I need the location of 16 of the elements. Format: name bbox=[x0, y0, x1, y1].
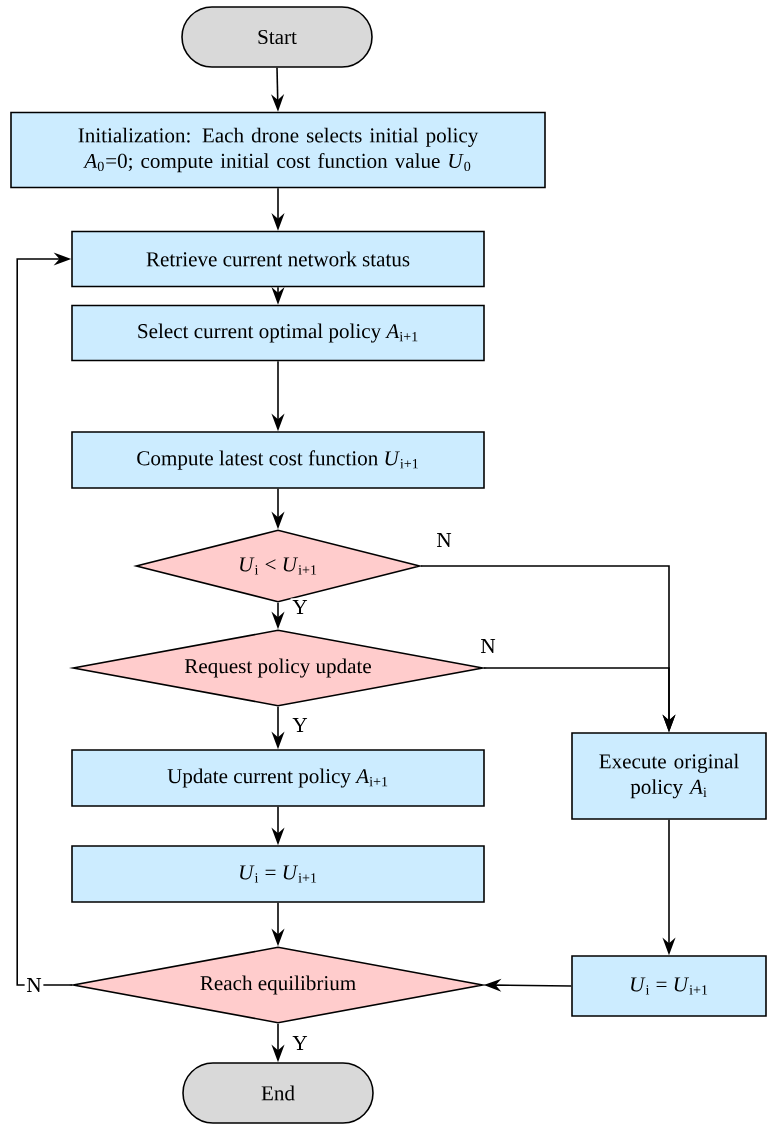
process-box: Compute latest cost function U$_{i+1}$ bbox=[71, 431, 485, 489]
process-box: Execute original policy A$_{i}$ bbox=[571, 732, 767, 820]
edge-label: Y bbox=[290, 598, 310, 616]
process-box: U$_{i}$ = U$_{i+1}$ bbox=[71, 845, 485, 903]
edge-label: N bbox=[434, 531, 454, 549]
terminal-box: Start bbox=[181, 6, 373, 68]
edge-label: Y bbox=[290, 716, 310, 734]
process-box: U$_{i}$ = U$_{i+1}$ bbox=[571, 955, 767, 1017]
process-box: Initialization: Each drone selects initial policy A$_{0}$=0; compute initial cost function value U$_{0}$ bbox=[10, 111, 546, 189]
process-box: Retrieve current network status bbox=[71, 230, 485, 288]
edge-label: N bbox=[24, 976, 44, 994]
process-box: Select current optimal policy A$_{i+1}$ bbox=[71, 304, 485, 362]
arrow bbox=[16, 252, 73, 986]
terminal-box: End bbox=[182, 1062, 374, 1124]
edge-label: Y bbox=[290, 1034, 310, 1052]
process-box: Update current policy A$_{i+1}$ bbox=[71, 749, 485, 807]
